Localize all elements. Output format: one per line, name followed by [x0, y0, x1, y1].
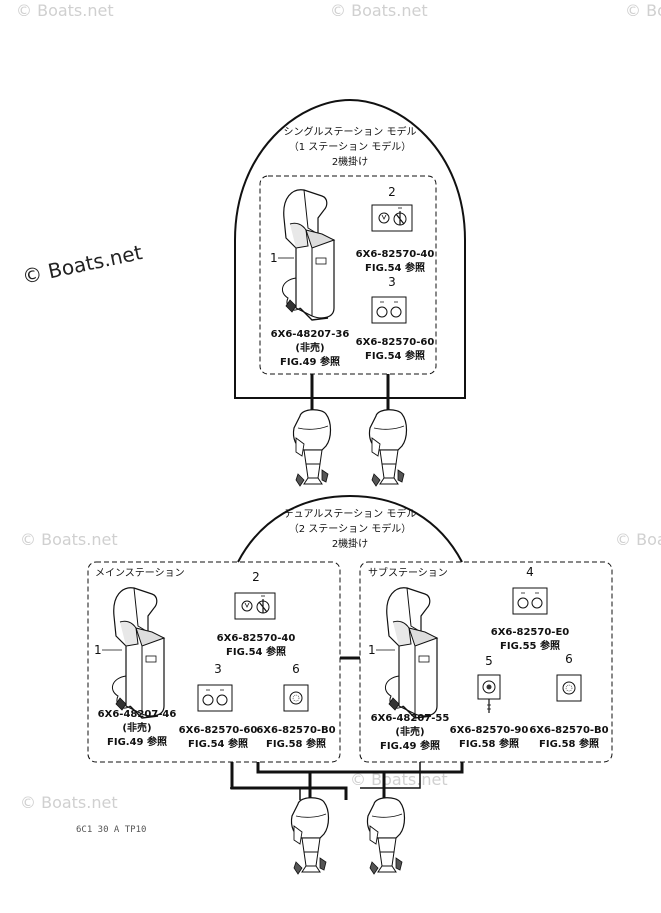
- callout-number: 2: [252, 570, 260, 584]
- figure-reference: FIG.58 参照: [539, 737, 599, 750]
- remote-control-icon: [281, 189, 335, 321]
- watermark-text: © Boats.net: [20, 793, 118, 812]
- callout-number: 5: [485, 654, 493, 668]
- watermark-text: © Boats.net: [615, 530, 661, 549]
- outboard-motor-icon: [368, 409, 408, 487]
- switch-panel-icon: [197, 684, 233, 712]
- figure-reference: FIG.49 参照: [280, 355, 340, 368]
- figure-reference: FIG.58 参照: [266, 737, 326, 750]
- figure-reference: FIG.55 参照: [500, 639, 560, 652]
- part-number: 6X6-82570-B0: [529, 725, 608, 736]
- part-number: 6X6-82570-40: [217, 633, 296, 644]
- dual-title-2: （2 ステーション モデル）: [289, 522, 412, 535]
- remote-control-icon: [384, 587, 438, 719]
- part-number: 6X6-82570-E0: [491, 627, 570, 638]
- key-switch-icon: [477, 674, 501, 714]
- part-number: 6X6-48207-46: [98, 709, 177, 720]
- watermark-text: © Boats.net: [16, 1, 114, 20]
- part-number: 6X6-82570-90: [450, 725, 529, 736]
- single-station-box: [259, 175, 437, 375]
- callout-number: 1: [270, 251, 278, 265]
- single-station-frame: [234, 98, 466, 399]
- part-number: 6X6-82570-60: [179, 725, 258, 736]
- outboard-motor-icon: [292, 409, 332, 487]
- callout-number: 1: [368, 643, 376, 657]
- part-number: 6X6-48207-36: [271, 329, 350, 340]
- watermark-text: © Boats.net: [625, 1, 661, 20]
- callout-number: 4: [526, 565, 534, 579]
- outboard-motor-icon: [290, 797, 330, 875]
- dual-title-3: 2機掛け: [332, 537, 368, 550]
- callout-number: 2: [388, 185, 396, 199]
- dual-station-frame: [237, 494, 463, 563]
- watermark-logo: © Boats.net: [20, 240, 144, 289]
- watermark-text: © Boats.net: [330, 1, 428, 20]
- single-switch-icon: [283, 684, 309, 712]
- switch-panel-icon: [371, 296, 407, 324]
- main-station-box: [87, 561, 341, 763]
- watermark-text: © Boats.net: [20, 530, 118, 549]
- remote-control-icon: [111, 587, 165, 719]
- watermark-text: © Boats.net: [350, 770, 448, 789]
- figure-reference: FIG.54 参照: [226, 645, 286, 658]
- figure-reference: FIG.54 参照: [365, 261, 425, 274]
- single-switch-icon: [556, 674, 582, 702]
- main-station-label: メインステーション: [95, 568, 185, 579]
- figure-reference: FIG.58 参照: [459, 737, 519, 750]
- part-number: 6X6-82570-60: [356, 337, 435, 348]
- figure-reference: FIG.49 参照: [380, 739, 440, 752]
- outboard-motor-icon: [366, 797, 406, 875]
- figure-reference: FIG.54 参照: [365, 349, 425, 362]
- drawing-code: 6C1 30 A TP10: [76, 825, 146, 835]
- part-note: (非売): [395, 725, 424, 738]
- callout-number: 6: [292, 662, 300, 676]
- switch-panel-icon: [512, 587, 548, 615]
- part-number: 6X6-48207-55: [371, 713, 450, 724]
- callout-number: 1: [94, 643, 102, 657]
- key-switch-panel-icon: [371, 204, 413, 232]
- key-switch-panel-icon: [234, 592, 276, 620]
- sub-station-label: サブステーション: [368, 566, 448, 579]
- part-number: 6X6-82570-B0: [256, 725, 335, 736]
- dual-title-1: デュアルステーション モデル: [284, 507, 417, 520]
- sub-station-box: [359, 561, 613, 763]
- part-note: (非売): [122, 721, 151, 734]
- part-note: (非売): [295, 341, 324, 354]
- figure-reference: FIG.49 参照: [107, 735, 167, 748]
- callout-number: 3: [214, 662, 222, 676]
- single-title-3: 2機掛け: [332, 155, 368, 168]
- single-title-1: シングルステーション モデル: [284, 125, 417, 138]
- part-number: 6X6-82570-40: [356, 249, 435, 260]
- callout-number: 3: [388, 275, 396, 289]
- callout-number: 6: [565, 652, 573, 666]
- single-title-2: （1 ステーション モデル）: [289, 140, 412, 153]
- figure-reference: FIG.54 参照: [188, 737, 248, 750]
